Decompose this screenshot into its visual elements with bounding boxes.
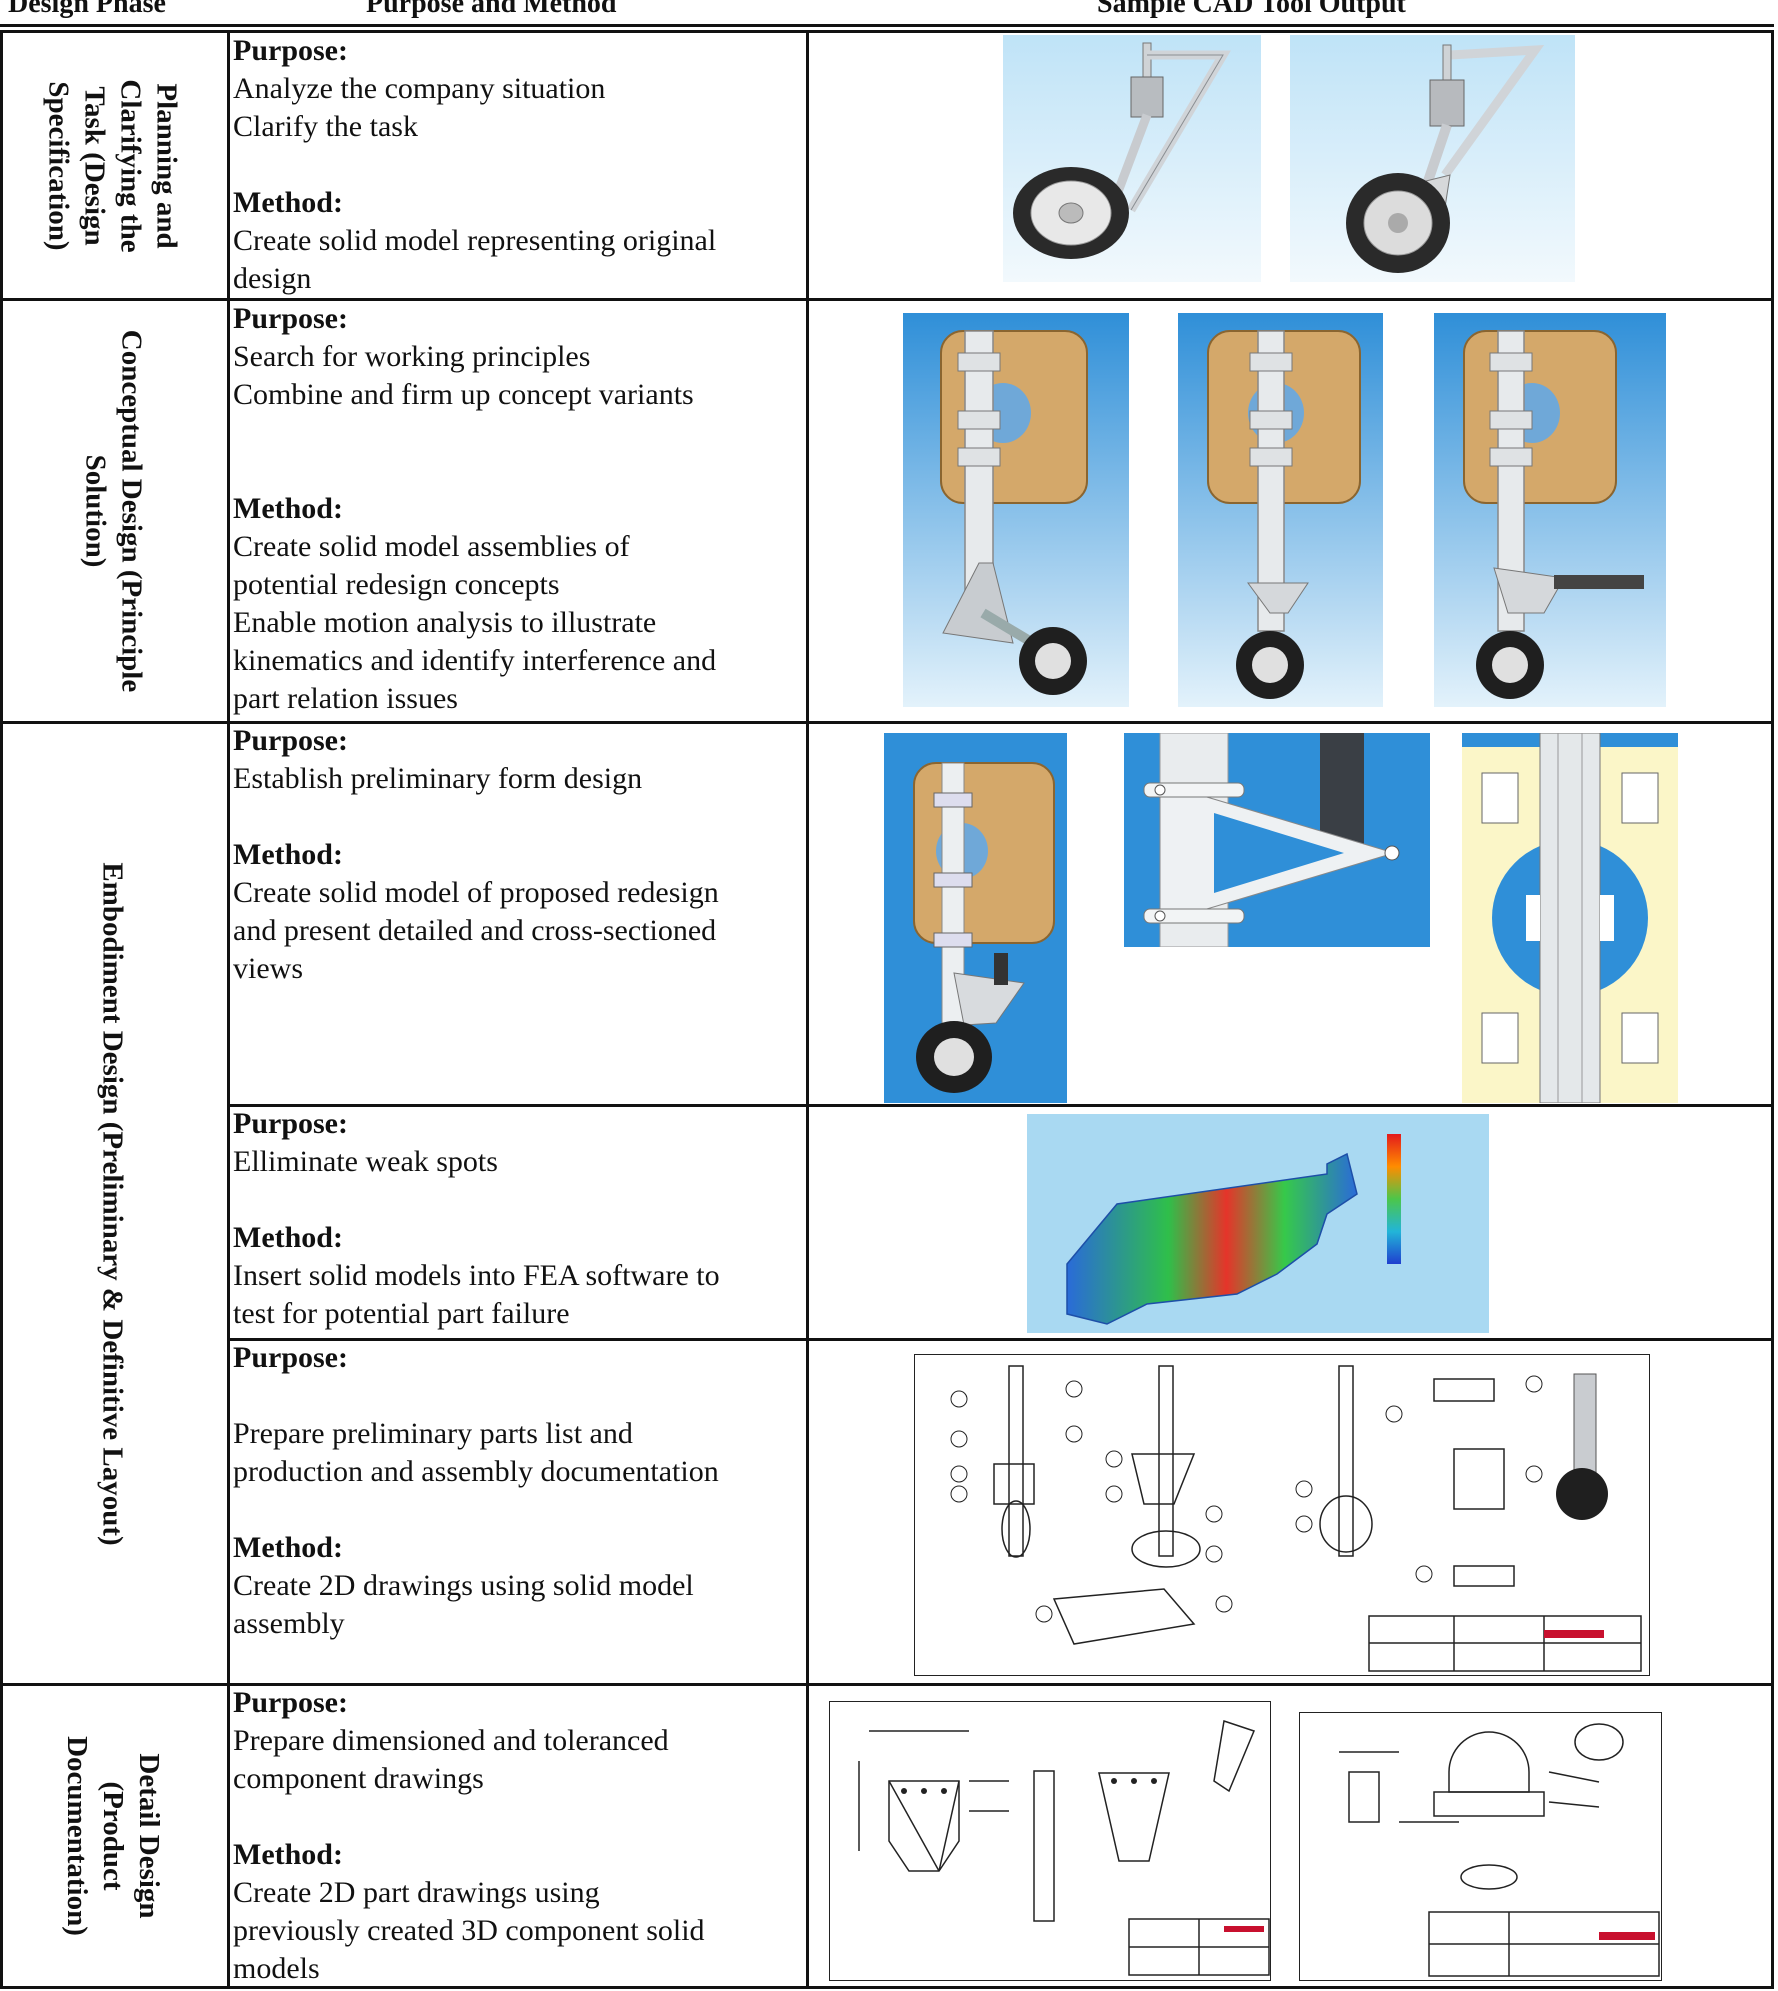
cad-concept-2 — [1178, 313, 1383, 707]
phase-embodiment: Embodiment Design (Preliminary & Definit… — [0, 724, 226, 1683]
cad-fea-stress-plot — [1027, 1114, 1489, 1333]
cell-detail: Purpose: Prepare dimensioned and toleran… — [233, 1684, 805, 1988]
purpose-line: Prepare dimensioned and toleranced — [233, 1724, 669, 1757]
method-line: Create solid model of proposed redesign — [233, 876, 719, 909]
cell-embodiment-fea: Purpose: Elliminate weak spots Method: I… — [233, 1105, 805, 1333]
row-divider — [0, 1683, 1774, 1686]
cad-detail-drawing-clamp — [1299, 1712, 1662, 1981]
purpose-line: component drawings — [233, 1762, 484, 1795]
header-cad-output: Sample CAD Tool Output — [1097, 0, 1406, 19]
subrow-divider — [230, 1338, 1774, 1341]
purpose-line: Search for working principles — [233, 340, 591, 373]
cell-planning: Purpose: Analyze the company situation C… — [233, 32, 805, 298]
phase-line: Task (Design — [79, 85, 111, 246]
cad-original-gear-front — [1003, 35, 1261, 282]
cad-detail-drawing-bracket — [829, 1701, 1271, 1981]
phase-conceptual: Conceptual Design (Principle Solution) — [0, 301, 226, 721]
method-line: and present detailed and cross-sectioned — [233, 914, 717, 947]
method-line: Create solid model representing original — [233, 224, 717, 257]
purpose-label: Purpose: — [233, 34, 348, 67]
phase-line: Conceptual Design (Principle — [115, 329, 147, 693]
phase-line: (Product — [96, 1781, 129, 1891]
subrow-divider — [230, 1104, 1774, 1107]
table-bottom-rule — [0, 1986, 1774, 1989]
method-line: Create solid model assemblies of — [233, 530, 630, 563]
row-divider — [0, 298, 1774, 301]
cell-conceptual: Purpose: Search for working principles C… — [233, 300, 805, 718]
method-line: Enable motion analysis to illustrate — [233, 606, 657, 639]
header-rule-bottom — [0, 30, 1774, 33]
cad-original-gear-iso — [1290, 35, 1575, 282]
method-line: assembly — [233, 1607, 345, 1640]
purpose-line: Elliminate weak spots — [233, 1145, 498, 1178]
phase-line: Specification) — [43, 80, 75, 251]
method-label: Method: — [233, 1221, 343, 1254]
method-line: previously created 3D component solid — [233, 1914, 705, 1947]
purpose-label: Purpose: — [233, 1107, 348, 1140]
method-line: kinematics and identify interference and — [233, 644, 717, 677]
phase-line: Planning and — [151, 82, 183, 249]
purpose-line: Combine and firm up concept variants — [233, 378, 694, 411]
method-line: views — [233, 952, 303, 985]
purpose-line: Clarify the task — [233, 110, 418, 143]
purpose-line: Prepare preliminary parts list and — [233, 1417, 633, 1450]
method-line: Insert solid models into FEA software to — [233, 1259, 720, 1292]
purpose-line: production and assembly documentation — [233, 1455, 719, 1488]
header-rule-top — [0, 24, 1774, 27]
method-line: design — [233, 262, 312, 295]
cad-embodiment-assembly — [884, 733, 1067, 1103]
purpose-line: Establish preliminary form design — [233, 762, 643, 795]
purpose-label: Purpose: — [233, 1686, 348, 1719]
method-label: Method: — [233, 186, 343, 219]
phase-detail: Detail Design (Product Documentation) — [0, 1686, 226, 1986]
phase-planning: Planning and Clarifying the Task (Design… — [0, 33, 226, 298]
cad-embodiment-section — [1462, 733, 1678, 1103]
purpose-label: Purpose: — [233, 302, 348, 335]
purpose-line: Analyze the company situation — [233, 72, 606, 105]
header-purpose-method: Purpose and Method — [366, 0, 617, 19]
method-line: Create 2D part drawings using — [233, 1876, 600, 1909]
method-line: potential redesign concepts — [233, 568, 560, 601]
purpose-label: Purpose: — [233, 724, 348, 757]
cad-concept-1 — [903, 313, 1129, 707]
column-divider — [227, 31, 230, 1989]
phase-line: Embodiment Design (Preliminary & Definit… — [97, 861, 130, 1546]
method-line: Create 2D drawings using solid model — [233, 1569, 694, 1602]
purpose-label: Purpose: — [233, 1341, 348, 1374]
phase-line: Documentation) — [60, 1736, 93, 1936]
method-line: test for potential part failure — [233, 1297, 570, 1330]
row-divider — [0, 721, 1774, 724]
method-label: Method: — [233, 492, 343, 525]
phase-line: Solution) — [79, 454, 111, 568]
table-left-border — [0, 31, 3, 1989]
cad-embodiment-detail — [1124, 733, 1430, 947]
method-label: Method: — [233, 838, 343, 871]
phase-line: Detail Design — [132, 1753, 165, 1919]
cell-embodiment-drawings: Purpose: Prepare preliminary parts list … — [233, 1339, 805, 1643]
cad-concept-3 — [1434, 313, 1666, 707]
method-label: Method: — [233, 1838, 343, 1871]
table-right-border — [1771, 31, 1774, 1989]
method-line: part relation issues — [233, 682, 458, 715]
cad-assembly-drawing — [914, 1354, 1650, 1676]
method-line: models — [233, 1952, 320, 1985]
method-label: Method: — [233, 1531, 343, 1564]
cell-embodiment-form: Purpose: Establish preliminary form desi… — [233, 722, 805, 988]
header-design-phase: Design Phase — [8, 0, 166, 19]
phase-line: Clarifying the — [115, 78, 147, 253]
column-divider — [806, 31, 809, 1989]
